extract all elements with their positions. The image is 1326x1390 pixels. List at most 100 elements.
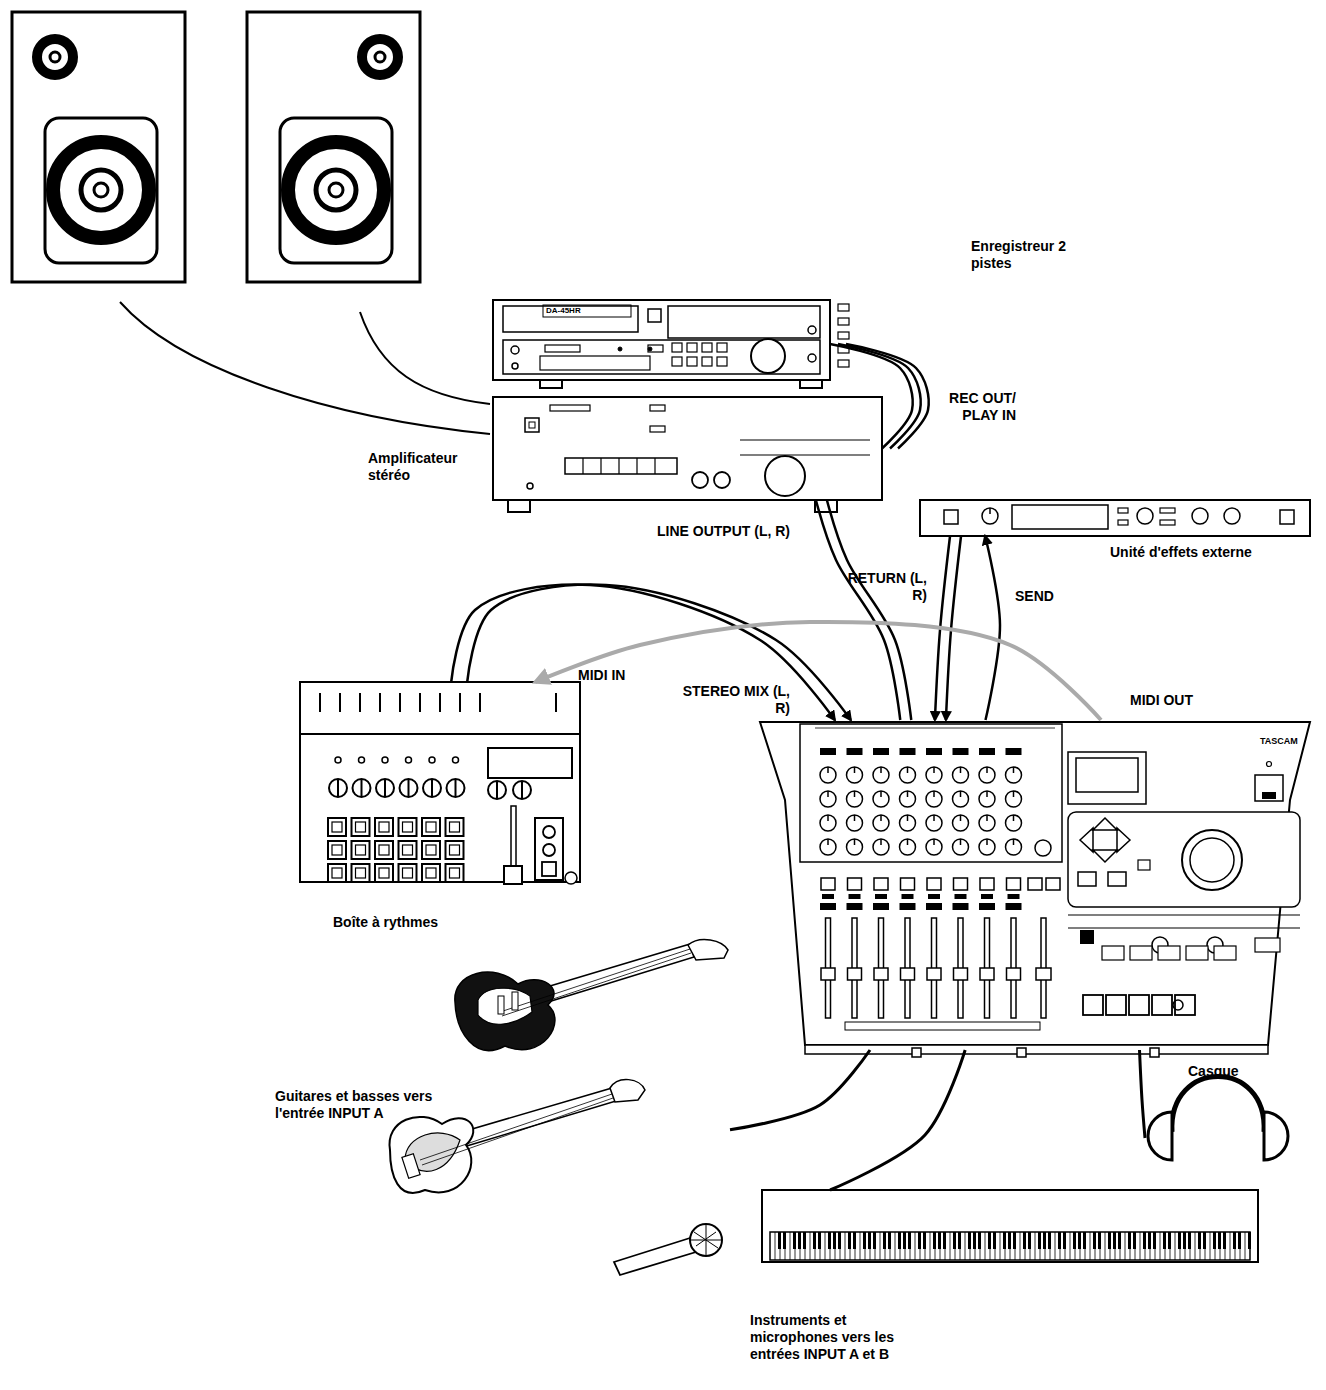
- drum-knob: [543, 826, 555, 838]
- drum-pad-inner: [403, 822, 413, 832]
- drum-slot: [419, 693, 421, 712]
- black-key: [863, 1232, 866, 1249]
- white-key: [1125, 1232, 1126, 1260]
- cable-connector: [985, 536, 1000, 720]
- black-key: [1073, 1232, 1076, 1249]
- locate-button: [1130, 946, 1152, 960]
- drum-pad-inner: [426, 822, 436, 832]
- effects-switch: [944, 510, 958, 524]
- drum-button: [542, 862, 556, 876]
- channel-tab: [1006, 748, 1022, 755]
- amp-trim: [740, 440, 870, 455]
- cable-connector: [451, 585, 851, 720]
- recorder-illustration: [493, 300, 830, 388]
- keypad-button: [672, 343, 682, 352]
- black-key: [943, 1232, 946, 1249]
- fader-cap: [927, 968, 941, 980]
- black-key: [1183, 1232, 1186, 1249]
- drum-jack: [565, 872, 577, 884]
- black-key: [953, 1232, 956, 1249]
- side-button: [838, 304, 849, 311]
- device-label: Casque: [1188, 1063, 1258, 1080]
- channel-tab: [979, 903, 995, 910]
- drum-slot: [359, 693, 361, 712]
- keyboard-illustration: [762, 1190, 1258, 1262]
- woofer-cone: [81, 170, 121, 210]
- drum-led: [429, 757, 435, 763]
- black-key: [938, 1232, 941, 1249]
- black-key: [1008, 1232, 1011, 1249]
- mixer-front-lip: [805, 1045, 1268, 1054]
- black-key: [933, 1232, 936, 1249]
- drum-knob-mark: [384, 780, 386, 796]
- bass-neck: [455, 1088, 616, 1148]
- rec-button: [901, 878, 915, 890]
- mixer-rear-jacks: [815, 728, 1055, 729]
- effects-knob-mark: [989, 508, 991, 514]
- black-key: [1023, 1232, 1026, 1249]
- black-key: [1188, 1232, 1191, 1249]
- mixer-master-fader-cap: [1036, 968, 1051, 980]
- device-label: TASCAM: [1260, 736, 1306, 747]
- cable-wire: [467, 585, 851, 720]
- white-key: [860, 1232, 861, 1260]
- channel-knob-mark: [827, 767, 829, 773]
- channel-knob-mark: [960, 767, 962, 773]
- speaker-cabinet: [247, 12, 420, 282]
- locate-button: [1186, 946, 1208, 960]
- effects-body: [920, 500, 1310, 536]
- drum-pad-inner: [332, 822, 342, 832]
- side-button: [838, 318, 849, 325]
- channel-knob: [1006, 767, 1022, 783]
- white-key: [1090, 1232, 1091, 1260]
- drum-knob-mark: [361, 780, 363, 796]
- drum-led: [453, 757, 459, 763]
- cable-wire: [830, 1050, 965, 1190]
- drum-pad-inner: [403, 868, 413, 878]
- cable-label: RETURN (L, R): [845, 570, 927, 604]
- black-key: [1178, 1232, 1181, 1249]
- channel-knob: [979, 815, 995, 831]
- woofer-cone: [316, 170, 356, 210]
- recorder-keypad: [672, 343, 727, 366]
- drum-slot: [479, 693, 481, 712]
- guitar-illustration: [390, 940, 728, 1193]
- keyboard-keybed: [770, 1232, 1250, 1260]
- channel-knob-mark: [880, 791, 882, 797]
- drum-body: [300, 682, 580, 882]
- channel-knob-mark: [986, 839, 988, 845]
- black-key: [898, 1232, 901, 1249]
- channel-knob-mark: [960, 791, 962, 797]
- drum-pad-inner: [356, 845, 366, 855]
- transport-button: [1175, 995, 1195, 1015]
- recorder-knob: [751, 339, 785, 373]
- black-key: [1128, 1232, 1131, 1249]
- drum-slot: [399, 693, 401, 712]
- drum-pad-inner: [450, 868, 460, 878]
- black-key: [1063, 1232, 1066, 1249]
- side-button: [838, 360, 849, 367]
- headband: [1172, 1077, 1264, 1133]
- cable-label: MIDI OUT: [1130, 692, 1220, 709]
- cable-connector: [935, 536, 961, 720]
- drum-pad-inner: [356, 868, 366, 878]
- black-key: [803, 1232, 806, 1249]
- amp-button-row: [565, 458, 677, 474]
- recorder-jack: [511, 346, 519, 354]
- channel-knob: [847, 815, 863, 831]
- cable-connector: [535, 622, 1101, 720]
- drum-knob-mark: [337, 780, 339, 796]
- mic-handle: [614, 1238, 696, 1275]
- speaker-cabinet: [12, 12, 185, 282]
- drum-slot: [459, 693, 461, 712]
- white-key: [775, 1232, 776, 1260]
- model-name: DA-45HR: [546, 306, 630, 316]
- channel-tab: [873, 748, 889, 755]
- woofer-frame: [45, 118, 157, 263]
- cable-wire: [1140, 1050, 1146, 1138]
- amp-switch: [525, 418, 539, 432]
- cable-wire: [830, 344, 913, 449]
- keypad-button: [687, 343, 697, 352]
